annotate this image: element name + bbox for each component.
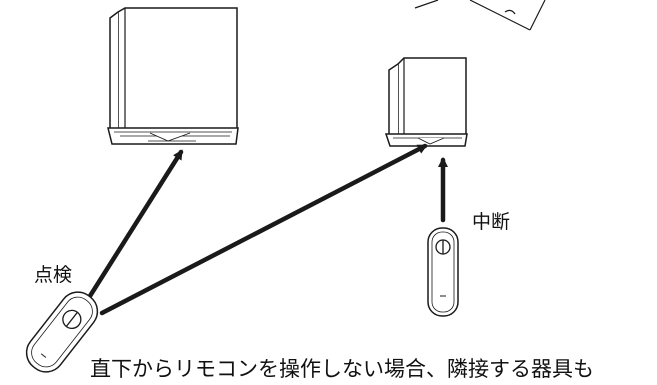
label-stop: 中断 — [472, 211, 510, 233]
partial-device-top-right — [414, 0, 546, 31]
caption-text: 直下からリモコンを操作しない場合、隣接する器具も — [90, 357, 594, 381]
large-fixture — [107, 7, 239, 145]
power-circle-icon — [62, 309, 82, 330]
label-check: 点検 — [34, 264, 72, 286]
small-fixture — [384, 57, 468, 147]
power-circle-icon — [435, 239, 451, 255]
remote-control-left — [25, 291, 99, 373]
arrow-to-small-fixture — [99, 143, 428, 316]
signal-arrows — [87, 143, 448, 316]
remote-control-right — [427, 227, 459, 317]
arrow-to-large-fixture — [87, 149, 184, 299]
